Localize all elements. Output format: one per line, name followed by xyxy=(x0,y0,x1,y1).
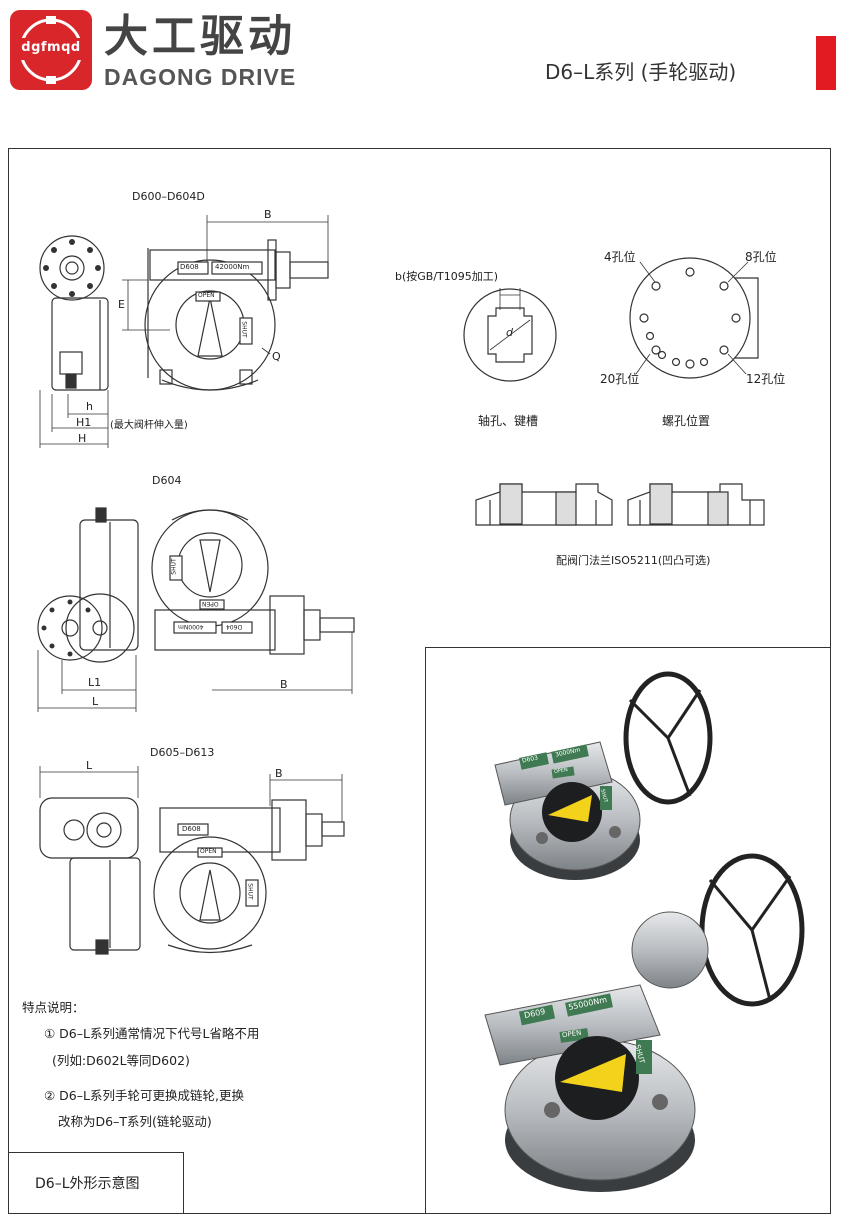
bolt-caption: 螺孔位置 xyxy=(662,414,711,428)
view1-front xyxy=(144,239,329,391)
view1-open-label: OPEN xyxy=(198,292,215,299)
view1-dimensions xyxy=(39,215,329,448)
figure-caption: D6–L外形示意图 xyxy=(35,1176,140,1192)
logo-gear-icon xyxy=(18,16,84,84)
view1-dim-h-small: h xyxy=(86,400,93,413)
view2-dim-l1: L1 xyxy=(88,676,102,689)
view1-dim-b: B xyxy=(264,208,272,221)
note-1-line-1: ① D6–L系列通常情况下代号L省略不用 xyxy=(44,1026,260,1041)
product-bottom-actuator xyxy=(484,853,805,1192)
view3-dim-b: B xyxy=(275,767,283,780)
flange-section-right xyxy=(627,483,765,526)
notes-title: 特点说明： xyxy=(22,1000,85,1015)
bolt-label-20: 20孔位 xyxy=(600,372,640,386)
stem-note: (最大阀杆伸入量) xyxy=(110,420,188,431)
view1-plate-model: D608 xyxy=(180,263,199,271)
flange-section-left xyxy=(475,483,613,526)
flange-caption: 配阀门法兰ISO5211(凹凸可选) xyxy=(556,554,711,567)
note-1-line-2: (列如:D602L等同D602) xyxy=(52,1053,190,1068)
bolt-label-4: 4孔位 xyxy=(604,250,636,264)
logo-text: dgfmqd xyxy=(21,40,81,55)
view1-dim-e: E xyxy=(118,298,125,311)
view2-dim-b: B xyxy=(280,678,288,691)
view3-title: D605–D613 xyxy=(150,746,215,759)
view1-side xyxy=(39,235,109,391)
keyway-b-note: b(按GB/T1095加工) xyxy=(395,270,499,283)
view2-dimensions xyxy=(37,632,353,712)
view1-title: D600–D604D xyxy=(132,190,205,203)
view2-front xyxy=(151,509,355,655)
keyway-caption: 轴孔、键槽 xyxy=(478,414,539,428)
brand-logo: dgfmqd xyxy=(10,10,92,90)
view2-dim-l: L xyxy=(92,695,99,708)
red-accent-bar xyxy=(816,36,836,90)
series-title: D6–L系列 (手轮驱动) xyxy=(545,60,737,84)
keyway-d-label: d xyxy=(506,326,513,339)
bolt-pattern-diagram xyxy=(629,257,759,379)
view2-title: D604 xyxy=(152,474,182,487)
view1-dim-h: H xyxy=(78,432,87,445)
view1-plate-torque: 42000Nm xyxy=(215,263,250,271)
brand-name-en: DAGONG DRIVE xyxy=(104,64,297,90)
figure-caption-box: D6–L外形示意图 xyxy=(8,1152,184,1214)
keyway-diagram xyxy=(463,288,557,382)
note-2-line-2: 改称为D6–T系列(链轮驱动) xyxy=(58,1114,212,1129)
view1-dim-h1: H1 xyxy=(76,416,92,429)
view3-side xyxy=(39,797,141,955)
note-2-line-1: ② D6–L系列手轮可更换成链轮,更换 xyxy=(44,1088,244,1103)
view2-side xyxy=(37,507,139,663)
product-top-actuator xyxy=(494,671,713,880)
view3-front xyxy=(153,799,345,954)
bolt-label-12: 12孔位 xyxy=(746,372,786,386)
brand-name-cn: 大工驱动 xyxy=(104,11,296,62)
view3-dimensions xyxy=(39,766,343,822)
view3-open-label: OPEN xyxy=(200,848,217,855)
bolt-label-8: 8孔位 xyxy=(745,250,777,264)
view3-plate-model: D608 xyxy=(182,825,201,833)
view1-dim-q: Q xyxy=(272,350,281,363)
view3-dim-l: L xyxy=(86,759,93,772)
